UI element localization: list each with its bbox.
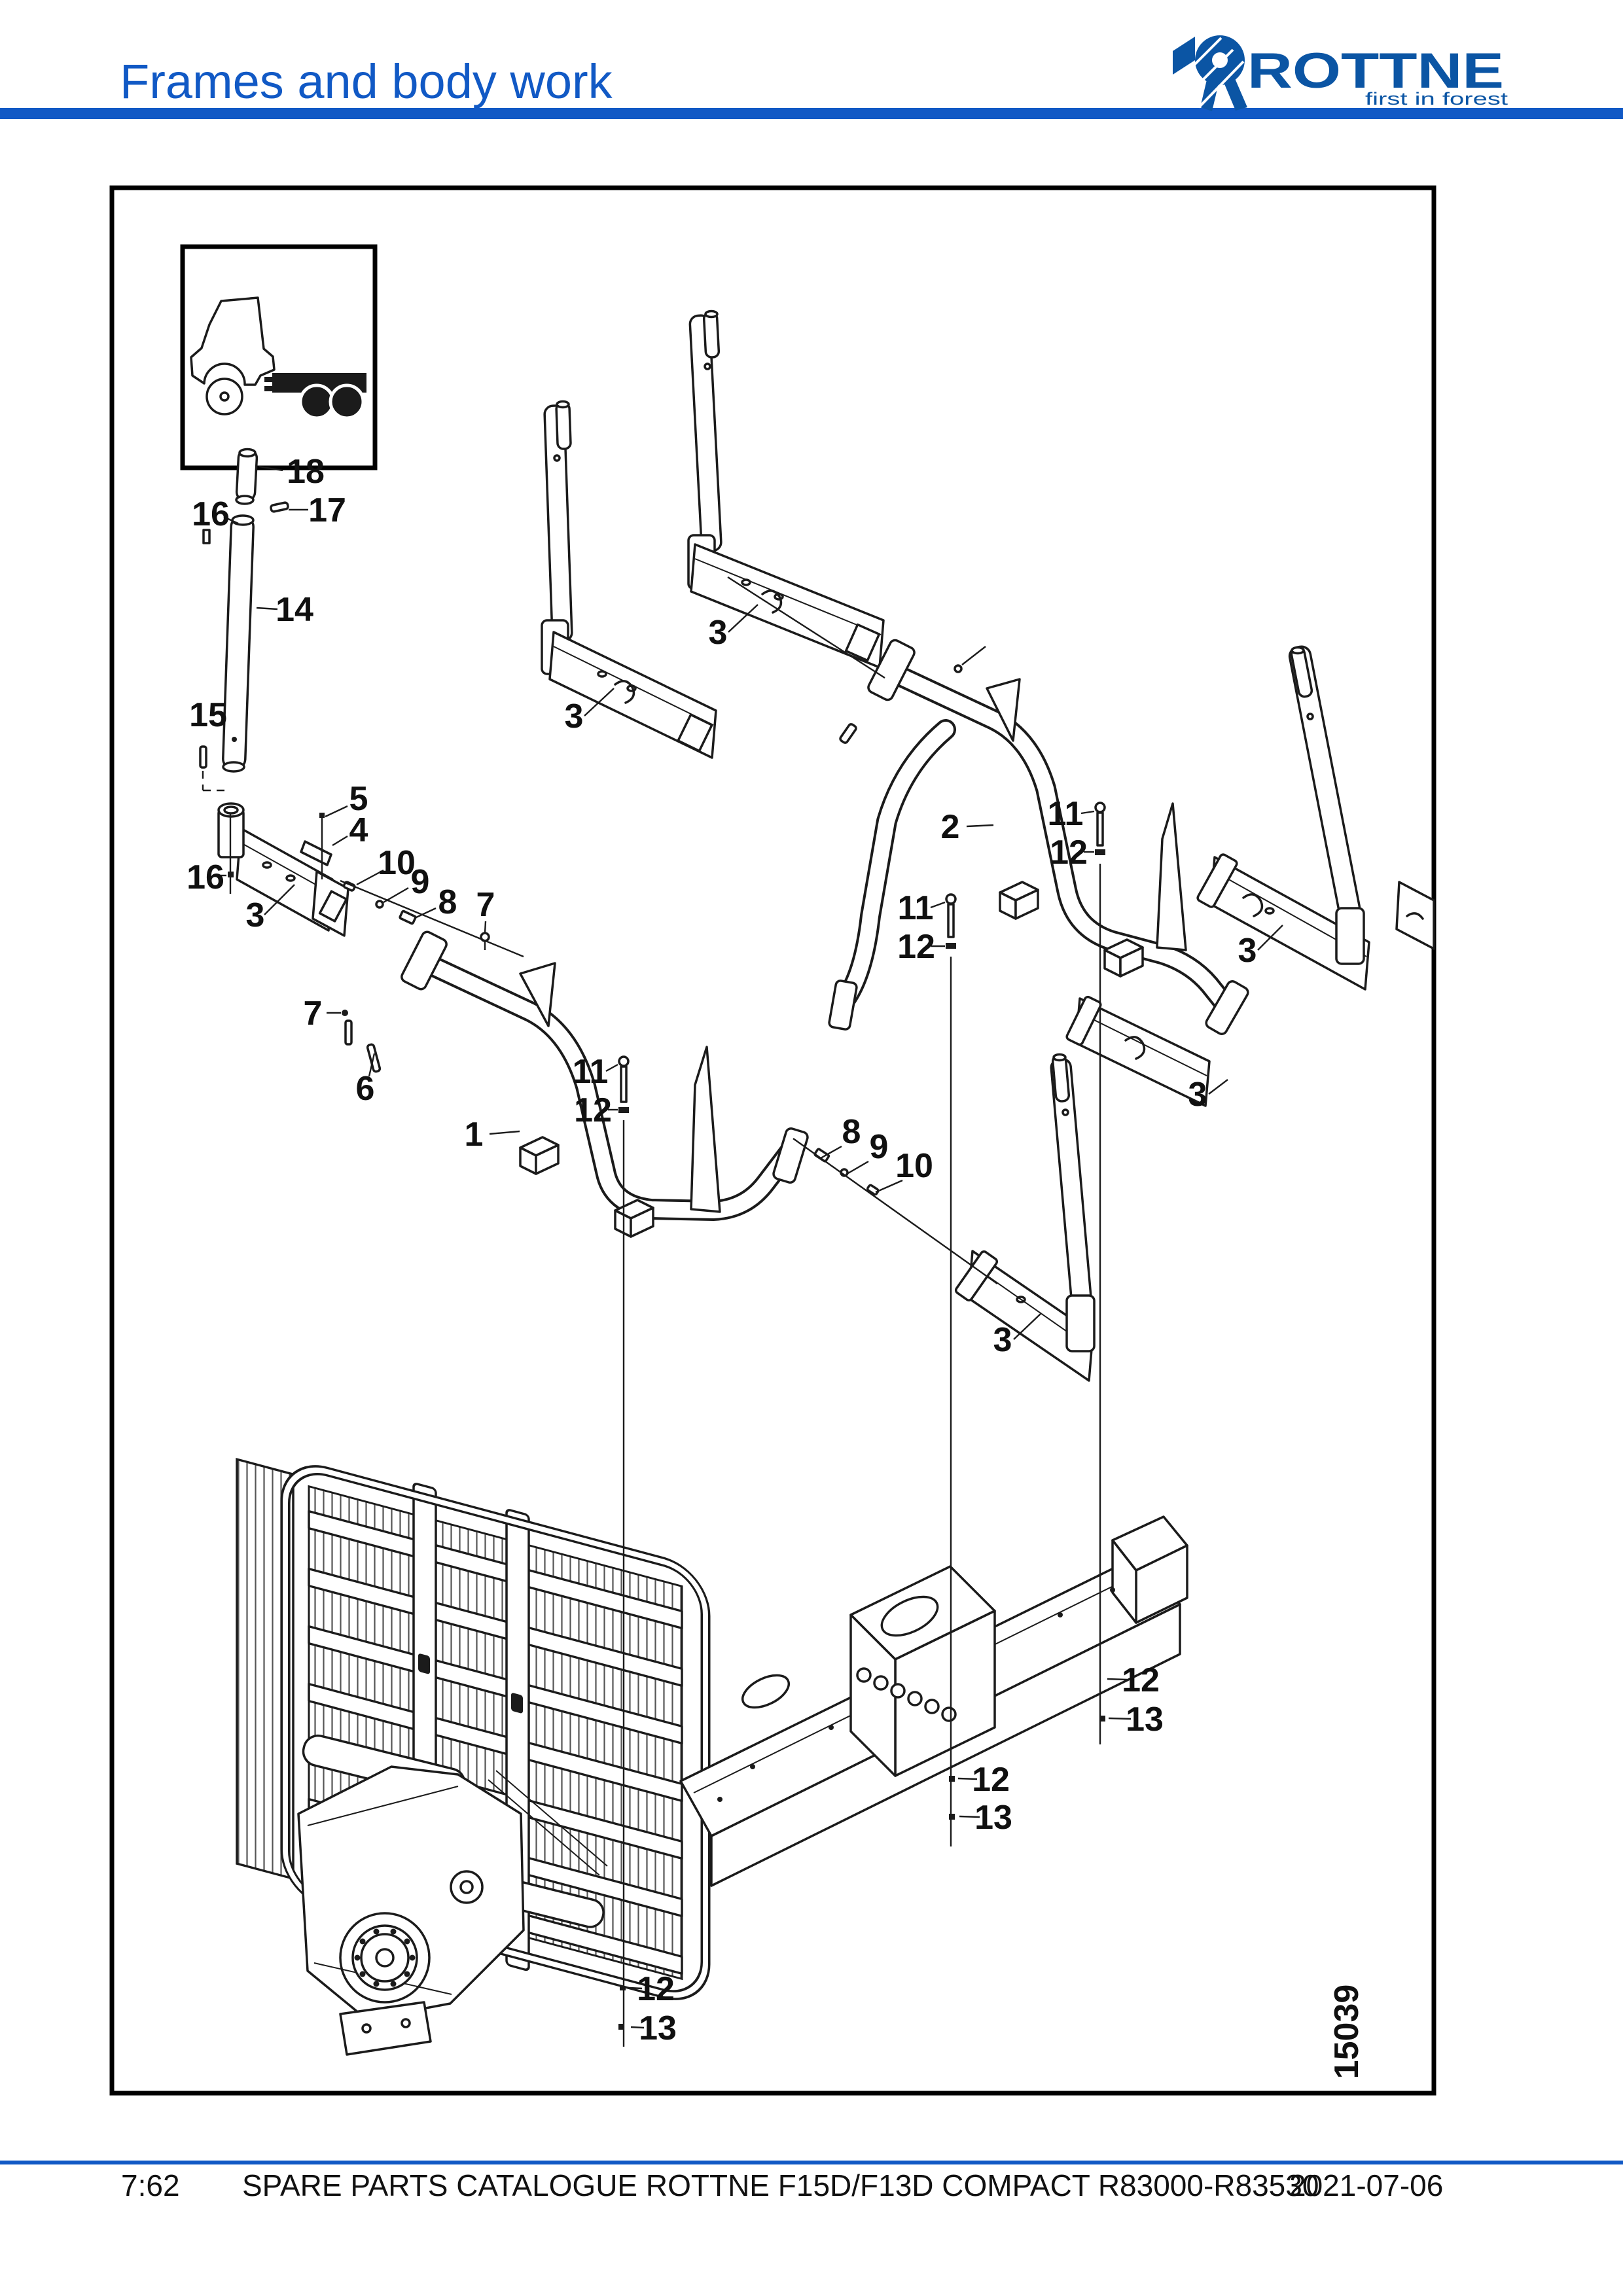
stake-part14 <box>199 501 289 773</box>
leader-line <box>383 887 409 904</box>
leader-line <box>847 1160 869 1174</box>
part-callout-1: 1 <box>465 1116 484 1154</box>
part-callout-3: 3 <box>709 614 728 652</box>
page-title: Frames and body work <box>120 54 613 109</box>
bracket-part3-right-lower <box>1065 995 1211 1107</box>
rottne-logo: ROTTNE first in forest <box>1173 35 1508 111</box>
bracket-edge-partial <box>1395 881 1435 950</box>
bracket-part3-left <box>217 802 349 937</box>
part-callout-13: 13 <box>1126 1701 1164 1739</box>
leader-line <box>584 688 615 716</box>
leader-line <box>1107 1678 1128 1681</box>
leader-line <box>325 805 348 818</box>
part-callout-12: 12 <box>1050 834 1088 872</box>
part-callout-12: 12 <box>637 1970 675 2008</box>
leader-line <box>930 901 946 909</box>
part-callout-9: 9 <box>870 1128 889 1166</box>
bunk-frame-1 <box>401 930 809 1238</box>
part-callout-8: 8 <box>842 1113 861 1151</box>
chassis-frame <box>302 1515 1188 1928</box>
part-callout-13: 13 <box>974 1799 1012 1837</box>
leader-line <box>489 1130 520 1135</box>
leader-line <box>728 604 758 633</box>
leader-line <box>416 907 437 919</box>
leader-line <box>332 835 348 847</box>
stake-extension-part18 <box>235 448 259 505</box>
part-callout-10: 10 <box>378 844 416 882</box>
part-callout-6: 6 <box>356 1070 375 1108</box>
bunk-frame-2 <box>828 639 1249 1035</box>
leader-line <box>875 1179 903 1193</box>
part-callout-17: 17 <box>308 491 346 529</box>
figure-number: 15039 <box>1328 1985 1366 2079</box>
part-callout-18: 18 <box>287 453 325 491</box>
bogie-assembly <box>297 1765 525 2056</box>
leader-line <box>793 1138 998 1284</box>
leader-lines <box>202 465 1283 2047</box>
part-callout-12: 12 <box>897 928 935 966</box>
part-callout-4: 4 <box>349 811 368 849</box>
leader-line <box>256 607 278 610</box>
part-callout-3: 3 <box>1238 932 1257 970</box>
leader-line <box>1080 810 1095 815</box>
part-callout-15: 15 <box>189 696 227 734</box>
leader-line <box>957 1777 978 1780</box>
stake-bracket-assembly-c <box>1196 645 1370 991</box>
leader-line <box>966 824 994 828</box>
part-callout-14: 14 <box>276 591 313 629</box>
part-callout-12: 12 <box>1122 1661 1160 1699</box>
part-callout-5: 5 <box>349 780 368 818</box>
part-callout-9: 9 <box>411 863 430 901</box>
footer-divider <box>0 2161 1623 2164</box>
part-callout-10: 10 <box>895 1147 933 1185</box>
part-callout-7: 7 <box>304 995 323 1033</box>
stake-bracket-assembly-b <box>687 309 885 669</box>
leader-line <box>959 1815 980 1818</box>
part-callout-16: 16 <box>192 495 230 533</box>
leader-line <box>1013 1313 1041 1340</box>
part-callout-16: 16 <box>187 858 224 896</box>
leader-line <box>223 516 239 525</box>
leader-line <box>340 879 524 958</box>
part-callout-11: 11 <box>898 889 934 927</box>
leader-line <box>820 1145 842 1159</box>
part-callout-3: 3 <box>993 1321 1012 1359</box>
leader-line <box>484 921 487 934</box>
bolt-washer-glyphs <box>618 802 1106 2030</box>
logo-tagline: first in forest <box>1365 89 1508 109</box>
part-callout-11: 11 <box>573 1053 609 1091</box>
leader-line <box>1208 1079 1228 1095</box>
leader-line <box>630 2026 645 2029</box>
part-callout-11: 11 <box>1048 795 1084 833</box>
header-divider <box>0 108 1623 119</box>
leader-line <box>605 1063 618 1072</box>
leader-line <box>259 465 283 472</box>
part-callout-3: 3 <box>246 896 265 934</box>
part-callout-13: 13 <box>639 2009 677 2047</box>
rottne-logo-icon <box>1173 35 1247 111</box>
stake-bracket-assembly-a <box>541 400 717 759</box>
leader-line <box>727 576 885 679</box>
part-callout-2: 2 <box>941 808 960 846</box>
leader-line <box>1108 1717 1132 1720</box>
forwarder-icon <box>190 296 366 420</box>
leader-line <box>264 884 295 915</box>
footer-catalogue-line: SPARE PARTS CATALOGUE ROTTNE F15D/F13D C… <box>242 2168 1319 2202</box>
leader-line <box>368 1053 376 1077</box>
part-callout-12: 12 <box>972 1761 1010 1799</box>
part-callout-8: 8 <box>438 883 457 921</box>
footer-page-ref: 7:62 <box>121 2168 180 2202</box>
leader-line <box>356 869 384 886</box>
leader-line <box>1257 925 1283 951</box>
part-callout-3: 3 <box>1188 1076 1207 1114</box>
inset-vehicle-box <box>180 244 378 470</box>
logo-wordmark: ROTTNE <box>1247 43 1504 99</box>
part-callout-3: 3 <box>565 698 584 735</box>
part-callout-12: 12 <box>574 1091 612 1129</box>
footer-date: 2021-07-06 <box>1289 2168 1443 2202</box>
part-callout-7: 7 <box>476 886 495 924</box>
stake-bracket-assembly-f <box>954 1053 1096 1382</box>
